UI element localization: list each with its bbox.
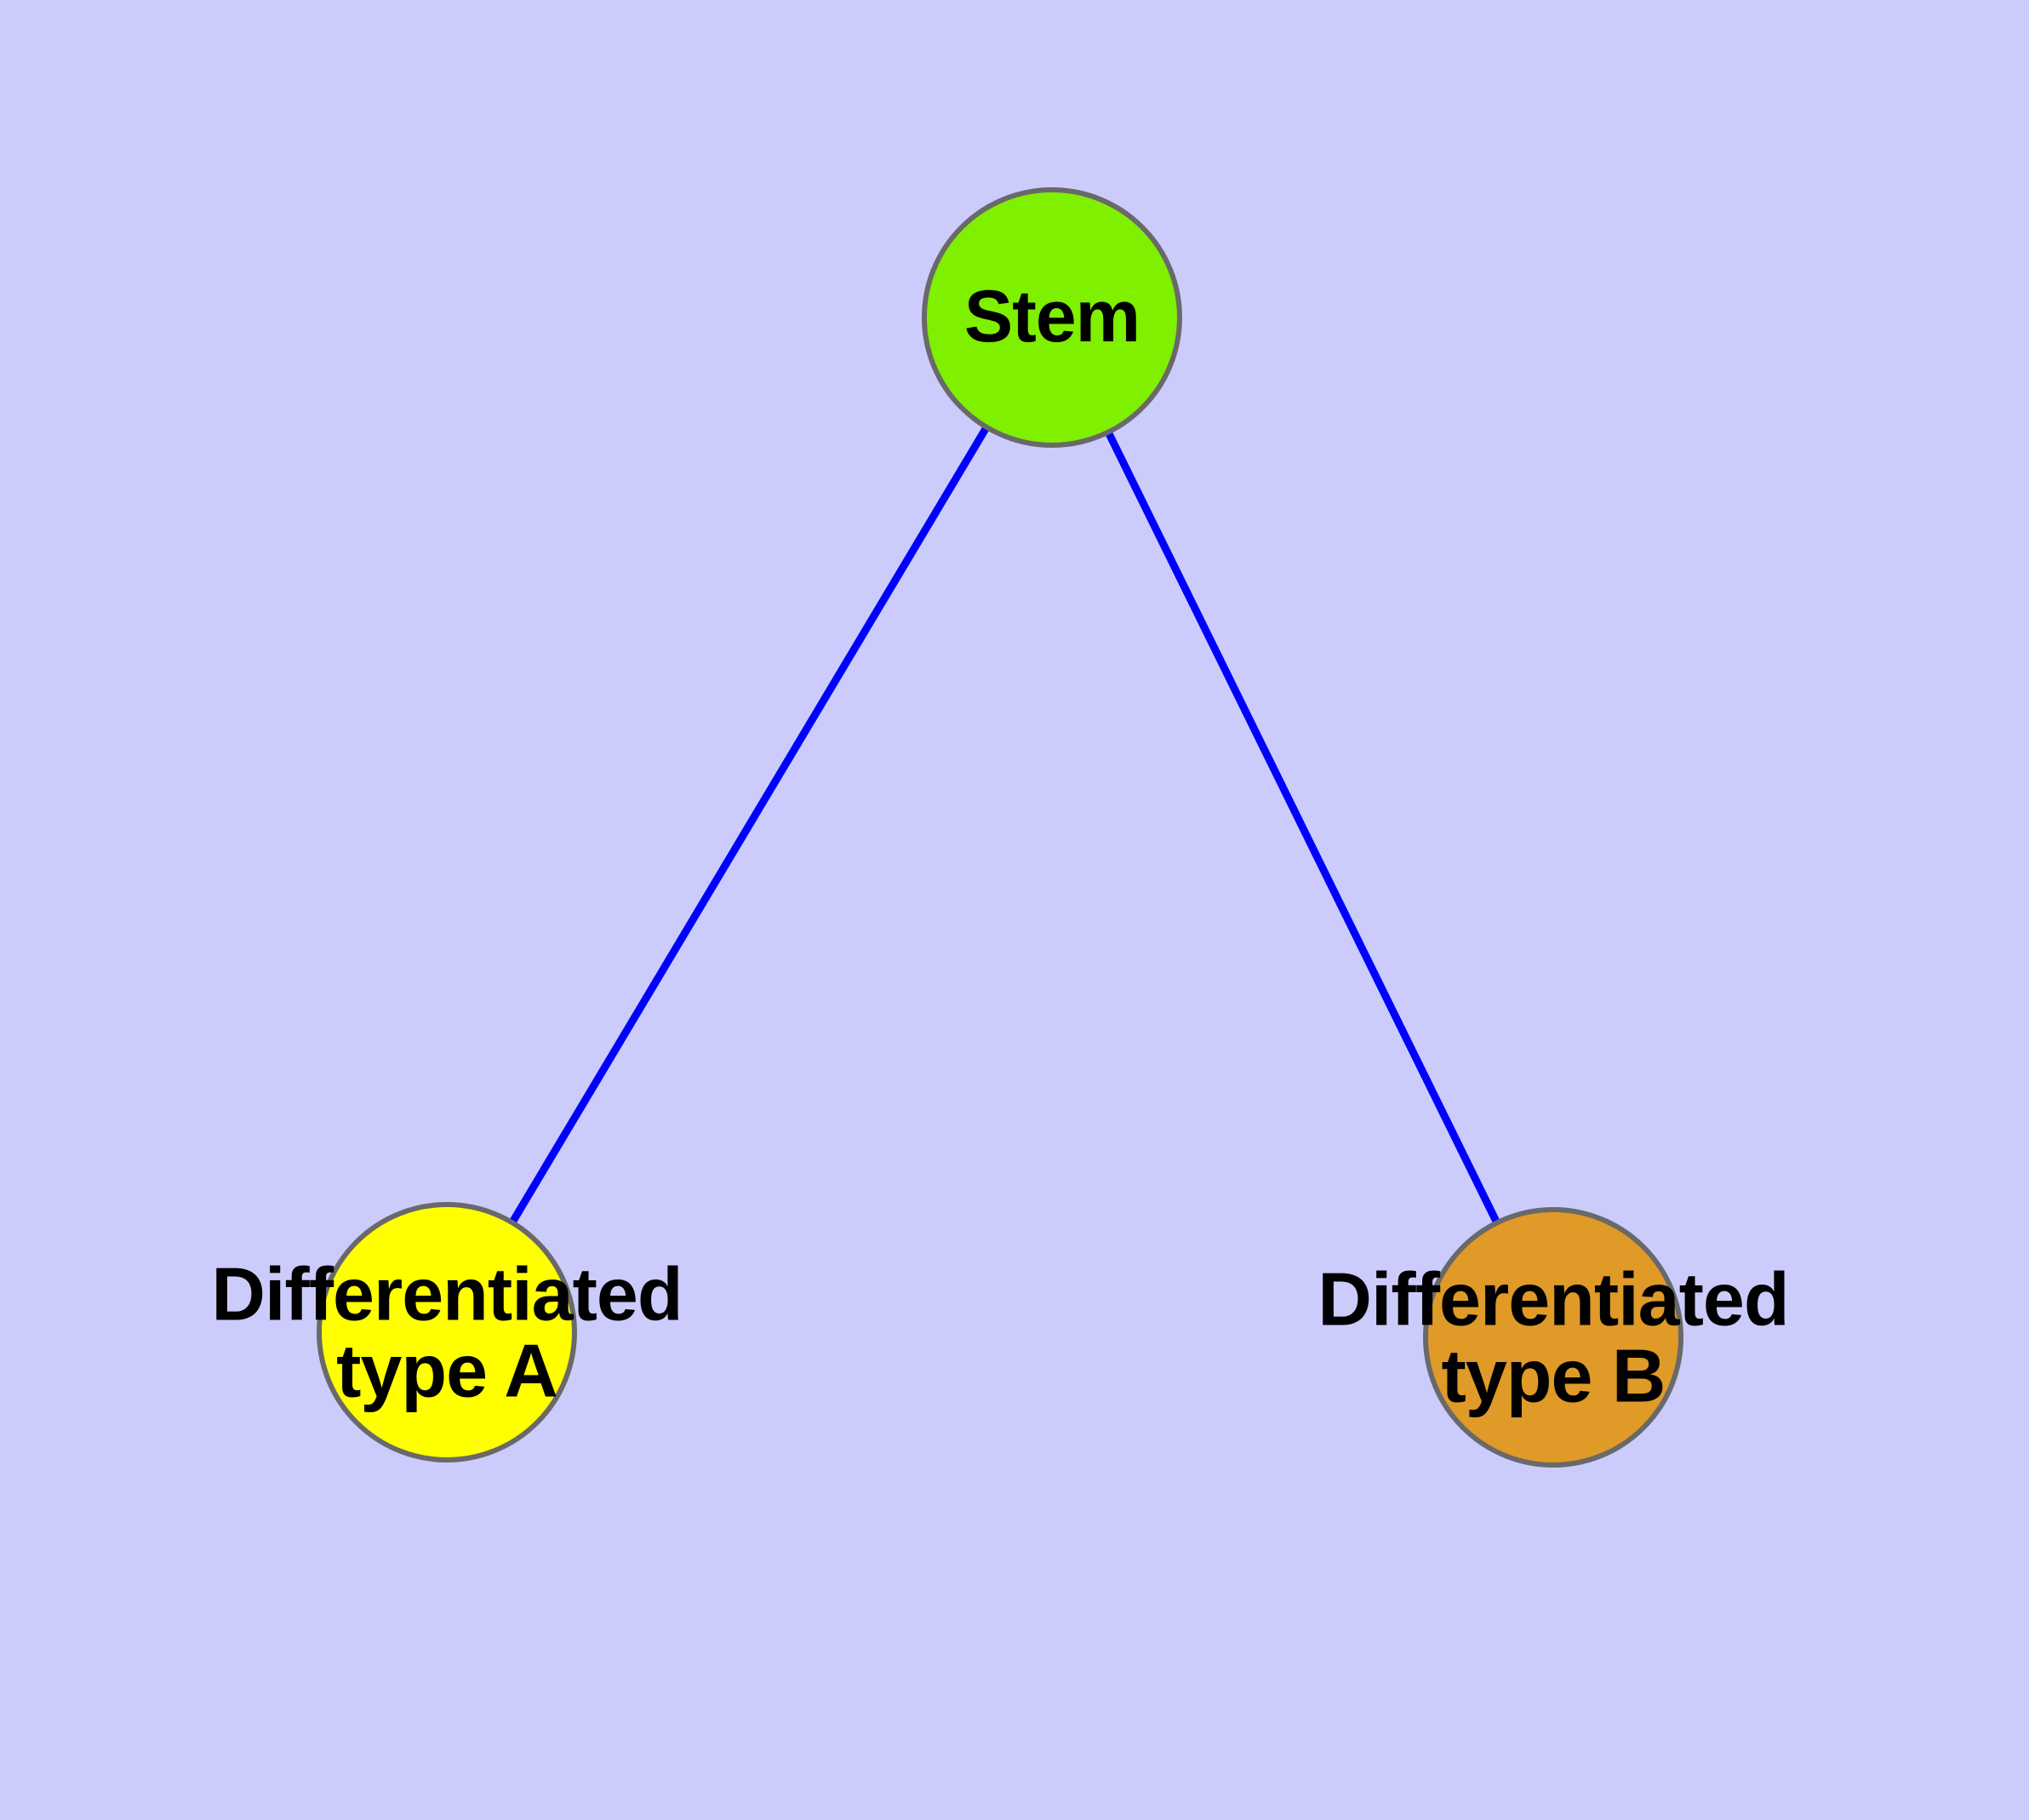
edges-layer	[508, 425, 1500, 1225]
graph-node-diff_b[interactable]	[1423, 1207, 1683, 1468]
nodes-layer	[317, 187, 1683, 1468]
graph-edge-stem-diff_b	[1105, 430, 1500, 1225]
graph-node-stem[interactable]	[922, 187, 1182, 448]
graph-node-diff_a[interactable]	[317, 1202, 577, 1462]
graph-edge-stem-diff_a	[508, 425, 991, 1225]
